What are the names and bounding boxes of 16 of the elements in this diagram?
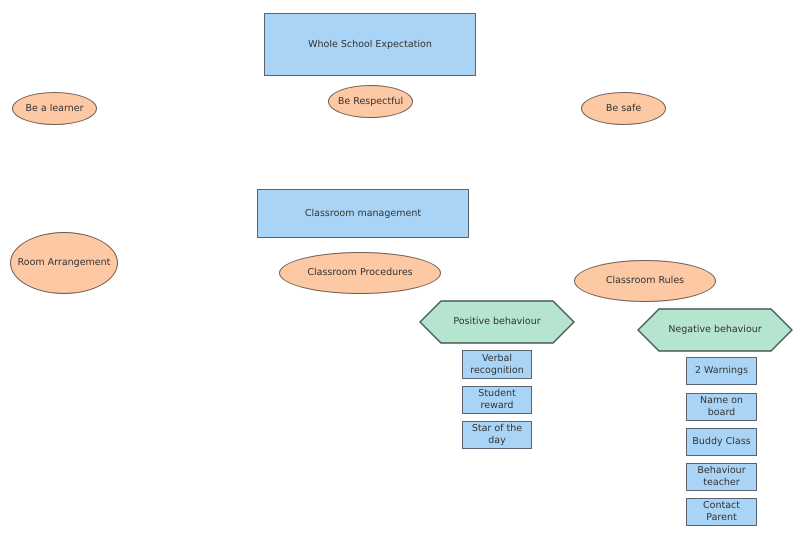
process-box: Behaviour teacher bbox=[686, 463, 757, 491]
oval-node: Room Arrangement bbox=[10, 232, 118, 294]
oval-node: Be Respectful bbox=[328, 85, 413, 118]
process-box: 2 Warnings bbox=[686, 357, 757, 385]
oval-node: Be safe bbox=[581, 92, 666, 125]
process-box: Star of the day bbox=[462, 421, 532, 449]
process-box: Whole School Expectation bbox=[264, 13, 476, 76]
oval-node: Classroom Rules bbox=[574, 260, 716, 302]
process-box: Student reward bbox=[462, 386, 532, 414]
process-box: Contact Parent bbox=[686, 498, 757, 526]
process-box: Buddy Class bbox=[686, 428, 757, 456]
process-box: Name on board bbox=[686, 393, 757, 421]
process-box: Classroom management bbox=[257, 189, 469, 238]
oval-node: Be a learner bbox=[12, 92, 97, 125]
process-box: Verbal recognition bbox=[462, 350, 532, 379]
oval-node: Classroom Procedures bbox=[279, 252, 441, 294]
